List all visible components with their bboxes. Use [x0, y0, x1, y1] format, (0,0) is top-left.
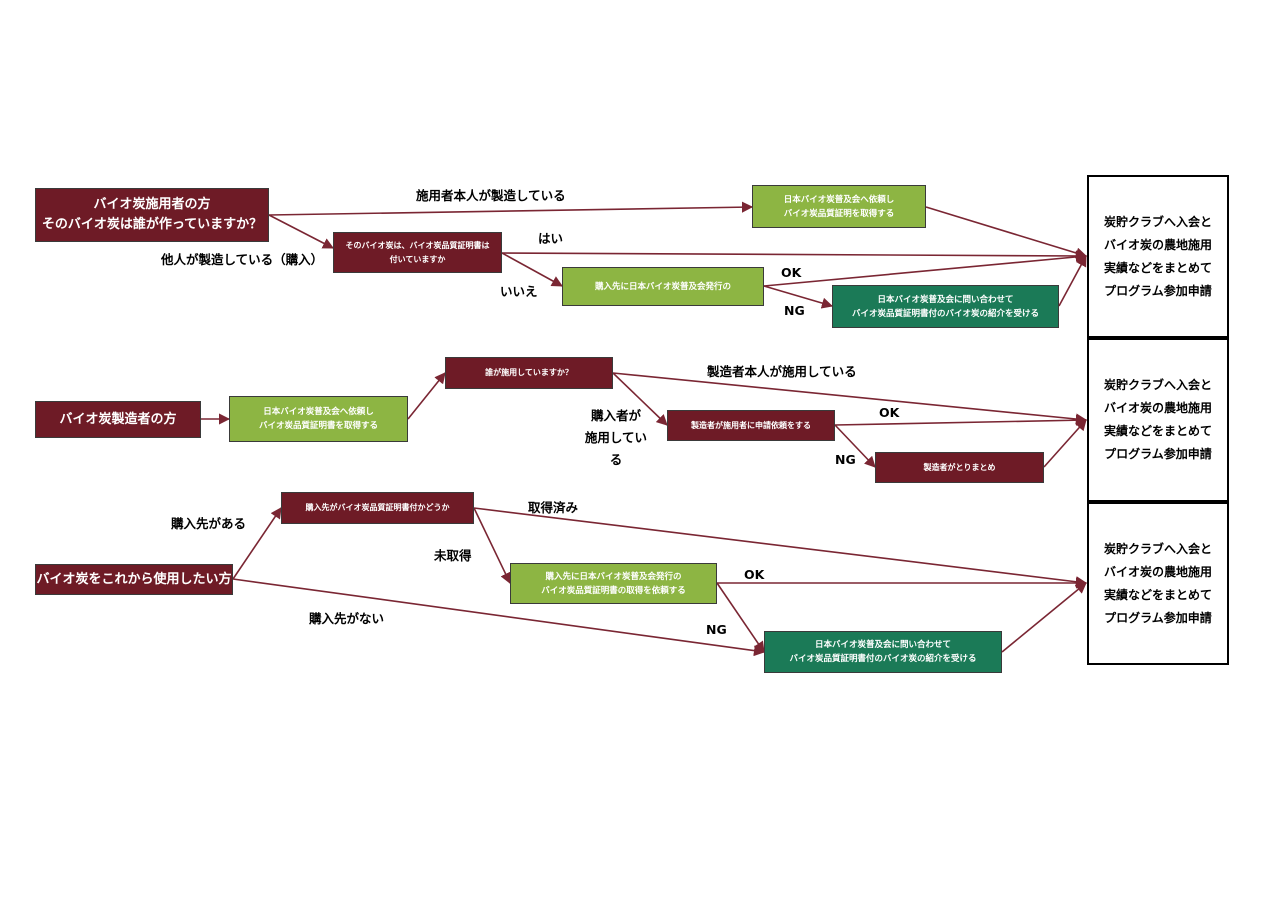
s1-purchase-source-box: 購入先に日本バイオ炭普及会発行の: [562, 267, 764, 306]
arrow-s3-none: [232, 578, 766, 657]
s2-request-box: 日本バイオ炭普及会へ依頼し バイオ炭品質証明書を取得する: [229, 396, 408, 442]
s1-result-box: 炭貯クラブへ入会と バイオ炭の農地施用 実績などをまとめて プログラム参加申請: [1087, 175, 1229, 338]
s1-start-box: バイオ炭施用者の方 そのバイオ炭は誰が作っていますか？: [35, 188, 269, 242]
s2-applicant-request-box: 製造者が施用者に申請依頼をする: [667, 410, 835, 441]
s3-result-box: 炭貯クラブへ入会と バイオ炭の農地施用 実績などをまとめて プログラム参加申請: [1087, 502, 1229, 665]
s2-question-box: 誰が施用していますか？: [445, 357, 613, 389]
s1-label-no: いいえ: [500, 284, 538, 299]
s1-label-other: 他人が製造している（購入）: [161, 252, 324, 267]
s2-label-self: 製造者本人が施用している: [707, 364, 857, 379]
s3-inquiry-box: 日本バイオ炭普及会に問い合わせて バイオ炭品質証明書付のバイオ炭の紹介を受ける: [764, 631, 1002, 673]
arrow-s1-selfreq-result: [925, 206, 1088, 259]
s3-request-box: 購入先に日本バイオ炭普及会発行の バイオ炭品質証明書の取得を依頼する: [510, 563, 717, 604]
arrow-s2-req: [407, 372, 446, 420]
s3-label-ok: OK: [744, 567, 765, 582]
s1-self-request-box: 日本バイオ炭普及会へ依頼し バイオ炭品質証明を取得する: [752, 185, 926, 228]
arrow-s1-ok: [763, 251, 1088, 287]
arrow-s1-self: [268, 201, 754, 216]
s2-summary-box: 製造者がとりまとめ: [875, 452, 1044, 483]
s1-label-ng: NG: [784, 303, 805, 318]
s1-inquiry-box: 日本バイオ炭普及会に問い合わせて バイオ炭品質証明書付のバイオ炭の紹介を受ける: [832, 285, 1059, 328]
arrow-s1-inquiry-result: [1058, 255, 1087, 307]
arrow-s1-ng: [763, 285, 834, 309]
s3-label-has-source: 購入先がある: [171, 516, 247, 531]
arrow-s2-ng: [834, 424, 876, 468]
s2-label-ok: OK: [879, 405, 900, 420]
arrow-s1-yes: [501, 250, 1088, 262]
s3-label-ng: NG: [706, 622, 727, 637]
s2-label-buyer: 購入者が 施用している: [584, 408, 648, 467]
s2-result-box: 炭貯クラブへ入会と バイオ炭の農地施用 実績などをまとめて プログラム参加申請: [1087, 338, 1229, 502]
arrow-s2-summary-result: [1043, 419, 1087, 468]
s3-label-no-source: 購入先がない: [309, 611, 385, 626]
arrow-s2-buyer: [612, 372, 668, 426]
s2-label-ng: NG: [835, 452, 856, 467]
s3-label-not-obtained: 未取得: [434, 548, 472, 563]
arrow-s1-no: [501, 252, 563, 287]
arrow-s2-self: [612, 372, 1088, 425]
arrow-s1-other: [268, 214, 334, 249]
s3-question-box: 購入先がバイオ炭品質証明書付かどうか: [281, 492, 474, 524]
arrow-s3-ng: [716, 582, 765, 653]
arrow-s3-has: [232, 507, 282, 580]
s1-label-self: 施用者本人が製造している: [416, 188, 566, 203]
s1-label-yes: はい: [538, 231, 564, 246]
s3-label-obtained: 取得済み: [528, 500, 579, 515]
s1-label-ok: OK: [781, 265, 802, 280]
s1-question-box: そのバイオ炭は、バイオ炭品質証明書は 付いていますか: [333, 232, 502, 273]
s2-start-box: バイオ炭製造者の方: [35, 401, 201, 438]
arrow-s3-obtained: [473, 507, 1088, 588]
s3-start-box: バイオ炭をこれから使用したい方: [35, 564, 233, 595]
arrow-s3-inquiry-result: [1001, 582, 1087, 653]
arrow-s2-ok: [834, 414, 1088, 426]
arrow-s3-not-obtained: [473, 507, 511, 585]
